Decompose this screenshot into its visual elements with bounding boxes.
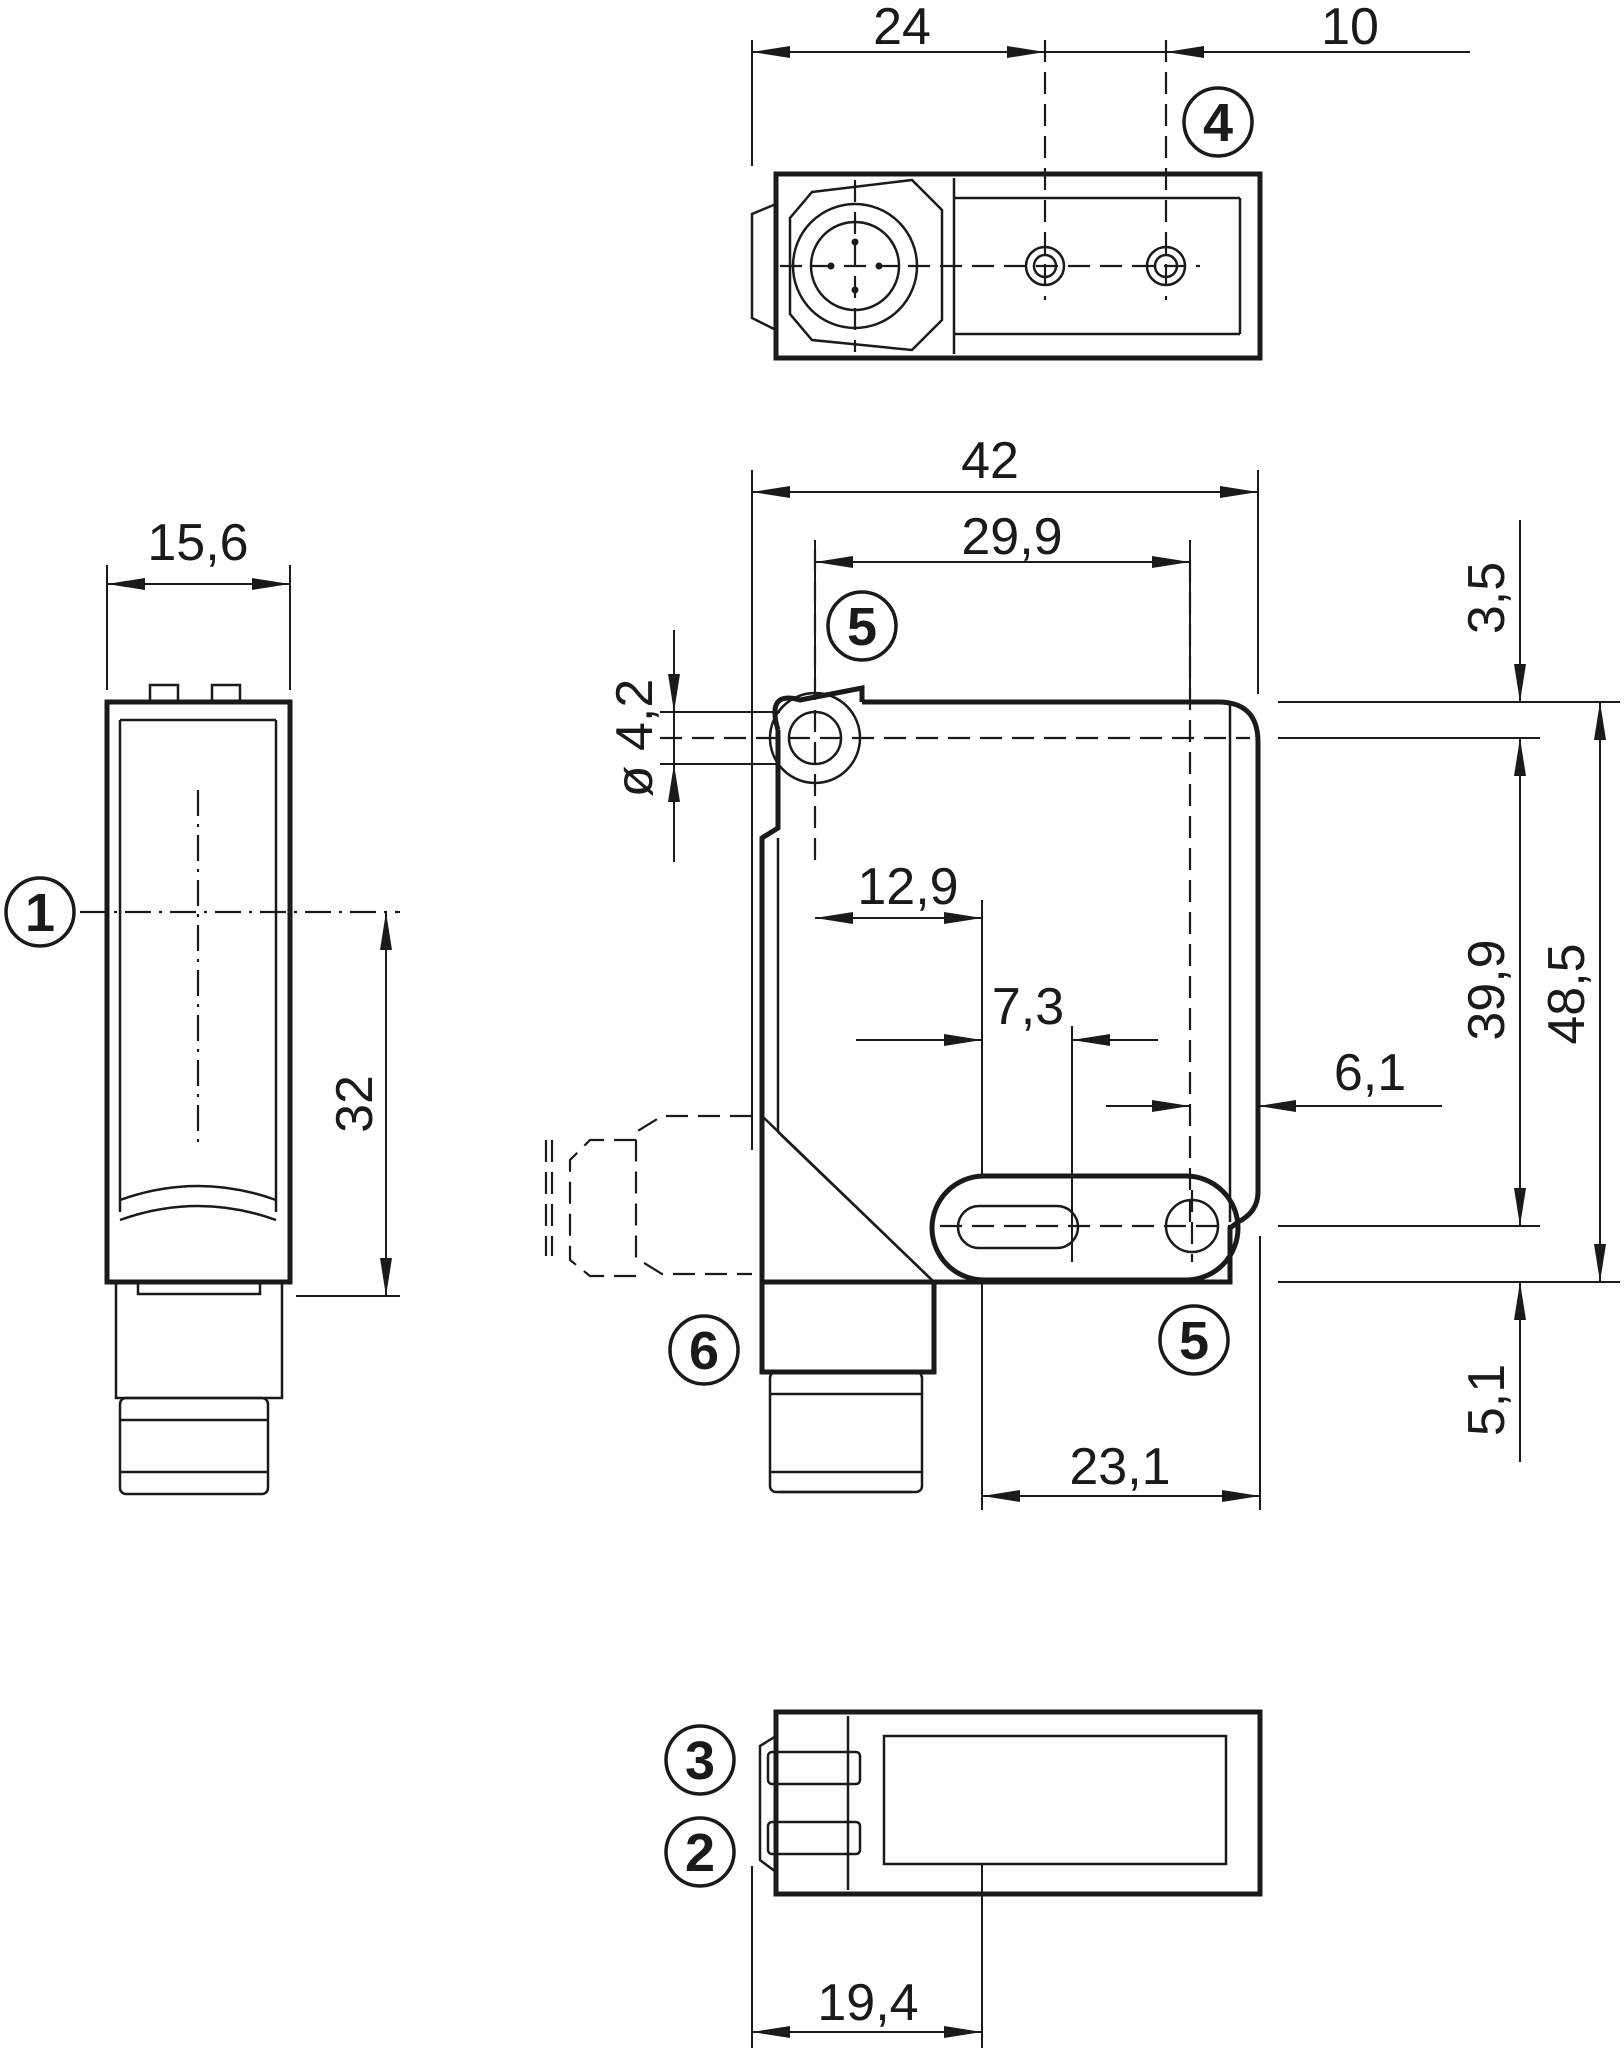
- dim-42: 42: [961, 432, 1019, 490]
- dim-diameter-4-2: ø 4,2: [606, 679, 664, 798]
- side-view: 15,6 32 1: [4, 514, 400, 1496]
- dim-5-1: 5,1: [1458, 1364, 1516, 1436]
- bottom-view-window: [882, 1734, 1228, 1866]
- callout-4-circle: [1182, 86, 1254, 158]
- top-view: 24 10 4: [750, 0, 1470, 361]
- bottom-view-led-2: [766, 1820, 862, 1856]
- dim-32: 32: [326, 1075, 384, 1133]
- callout-6-circle: [668, 1314, 740, 1386]
- top-view-connector-nut: [788, 178, 944, 352]
- callout-5-bottom: 5: [1179, 1311, 1209, 1371]
- callout-5-top-circle: [826, 590, 898, 662]
- callout-3-circle: [664, 1724, 736, 1796]
- bottom-view: 19,4 3 2: [664, 1709, 1263, 2048]
- callout-1: 1: [25, 883, 55, 943]
- top-view-housing: [773, 171, 1263, 361]
- bottom-view-led-1: [766, 1750, 862, 1786]
- dim-7-3: 7,3: [992, 978, 1064, 1036]
- front-view-slot-plate: [929, 1173, 1241, 1283]
- front-view-housing: [759, 699, 1261, 1375]
- bottom-view-housing: [773, 1709, 1263, 1897]
- callout-5-top: 5: [847, 597, 877, 657]
- side-view-connector: [118, 1396, 270, 1496]
- dim-19-4: 19,4: [817, 1974, 918, 2032]
- callout-6: 6: [689, 1321, 719, 1381]
- callout-2: 2: [685, 1823, 715, 1883]
- callout-1-circle: [4, 876, 76, 948]
- front-view: 42 29,9 ø 4,2 12,9 7,3 6,1: [544, 432, 1620, 1510]
- dim-3-5: 3,5: [1458, 562, 1516, 634]
- dim-48-5: 48,5: [1538, 943, 1596, 1044]
- dim-10: 10: [1321, 0, 1379, 56]
- dim-12-9: 12,9: [857, 858, 958, 916]
- dim-24: 24: [873, 0, 931, 56]
- dim-23-1: 23,1: [1069, 1438, 1170, 1496]
- front-view-mount-ear: [768, 691, 862, 785]
- dim-39-9: 39,9: [1458, 939, 1516, 1040]
- callout-2-circle: [664, 1816, 736, 1888]
- dim-29-9: 29,9: [961, 508, 1062, 566]
- callout-4: 4: [1203, 93, 1233, 153]
- front-view-connector: [768, 1370, 924, 1494]
- callout-3: 3: [685, 1731, 715, 1791]
- dim-6-1: 6,1: [1334, 1044, 1406, 1102]
- dim-15-6: 15,6: [147, 514, 248, 572]
- callout-5-bottom-circle: [1158, 1304, 1230, 1376]
